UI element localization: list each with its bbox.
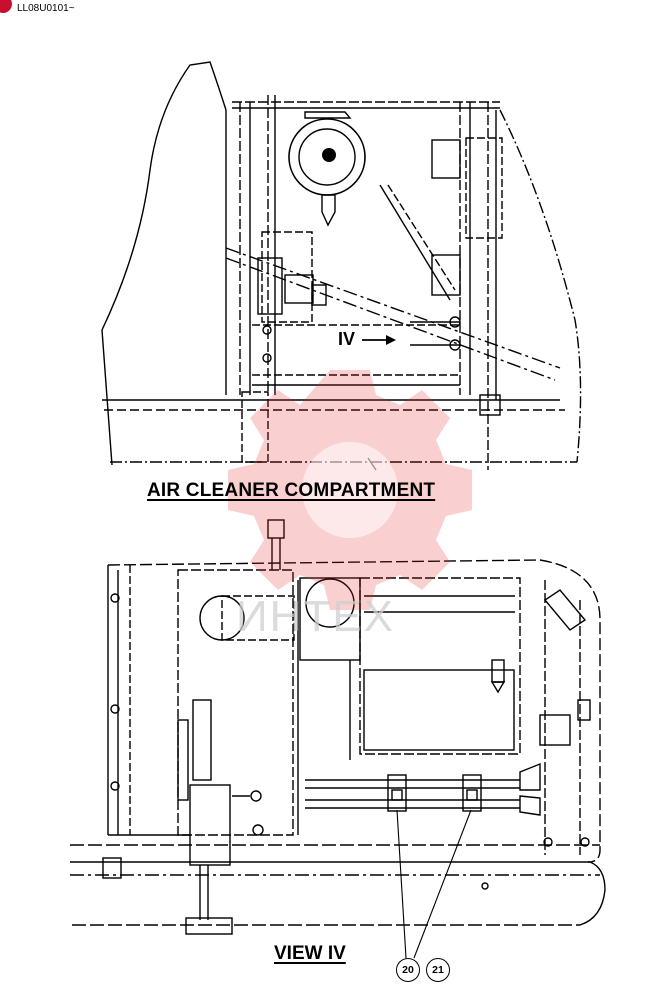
callout-21[interactable]: 21: [426, 958, 450, 982]
air-cleaner-compartment-caption: AIR CLEANER COMPARTMENT: [147, 480, 436, 501]
lever-handle-lower: [519, 795, 541, 816]
document-code: LL08U0101~: [17, 3, 75, 14]
tag-dot: [0, 0, 12, 13]
view-iv-marker: IV: [338, 329, 356, 349]
body-outline: [101, 61, 227, 466]
view-iv-drawing: [70, 519, 606, 959]
callout-20[interactable]: 20: [396, 958, 420, 982]
watermark-text: ИНТЕХ: [236, 592, 395, 641]
air-cleaner-compartment-view: [101, 61, 582, 471]
housing-outline: [107, 559, 601, 863]
lever-handle-upper: [519, 762, 541, 791]
view-iv-caption: VIEW IV: [274, 943, 346, 964]
